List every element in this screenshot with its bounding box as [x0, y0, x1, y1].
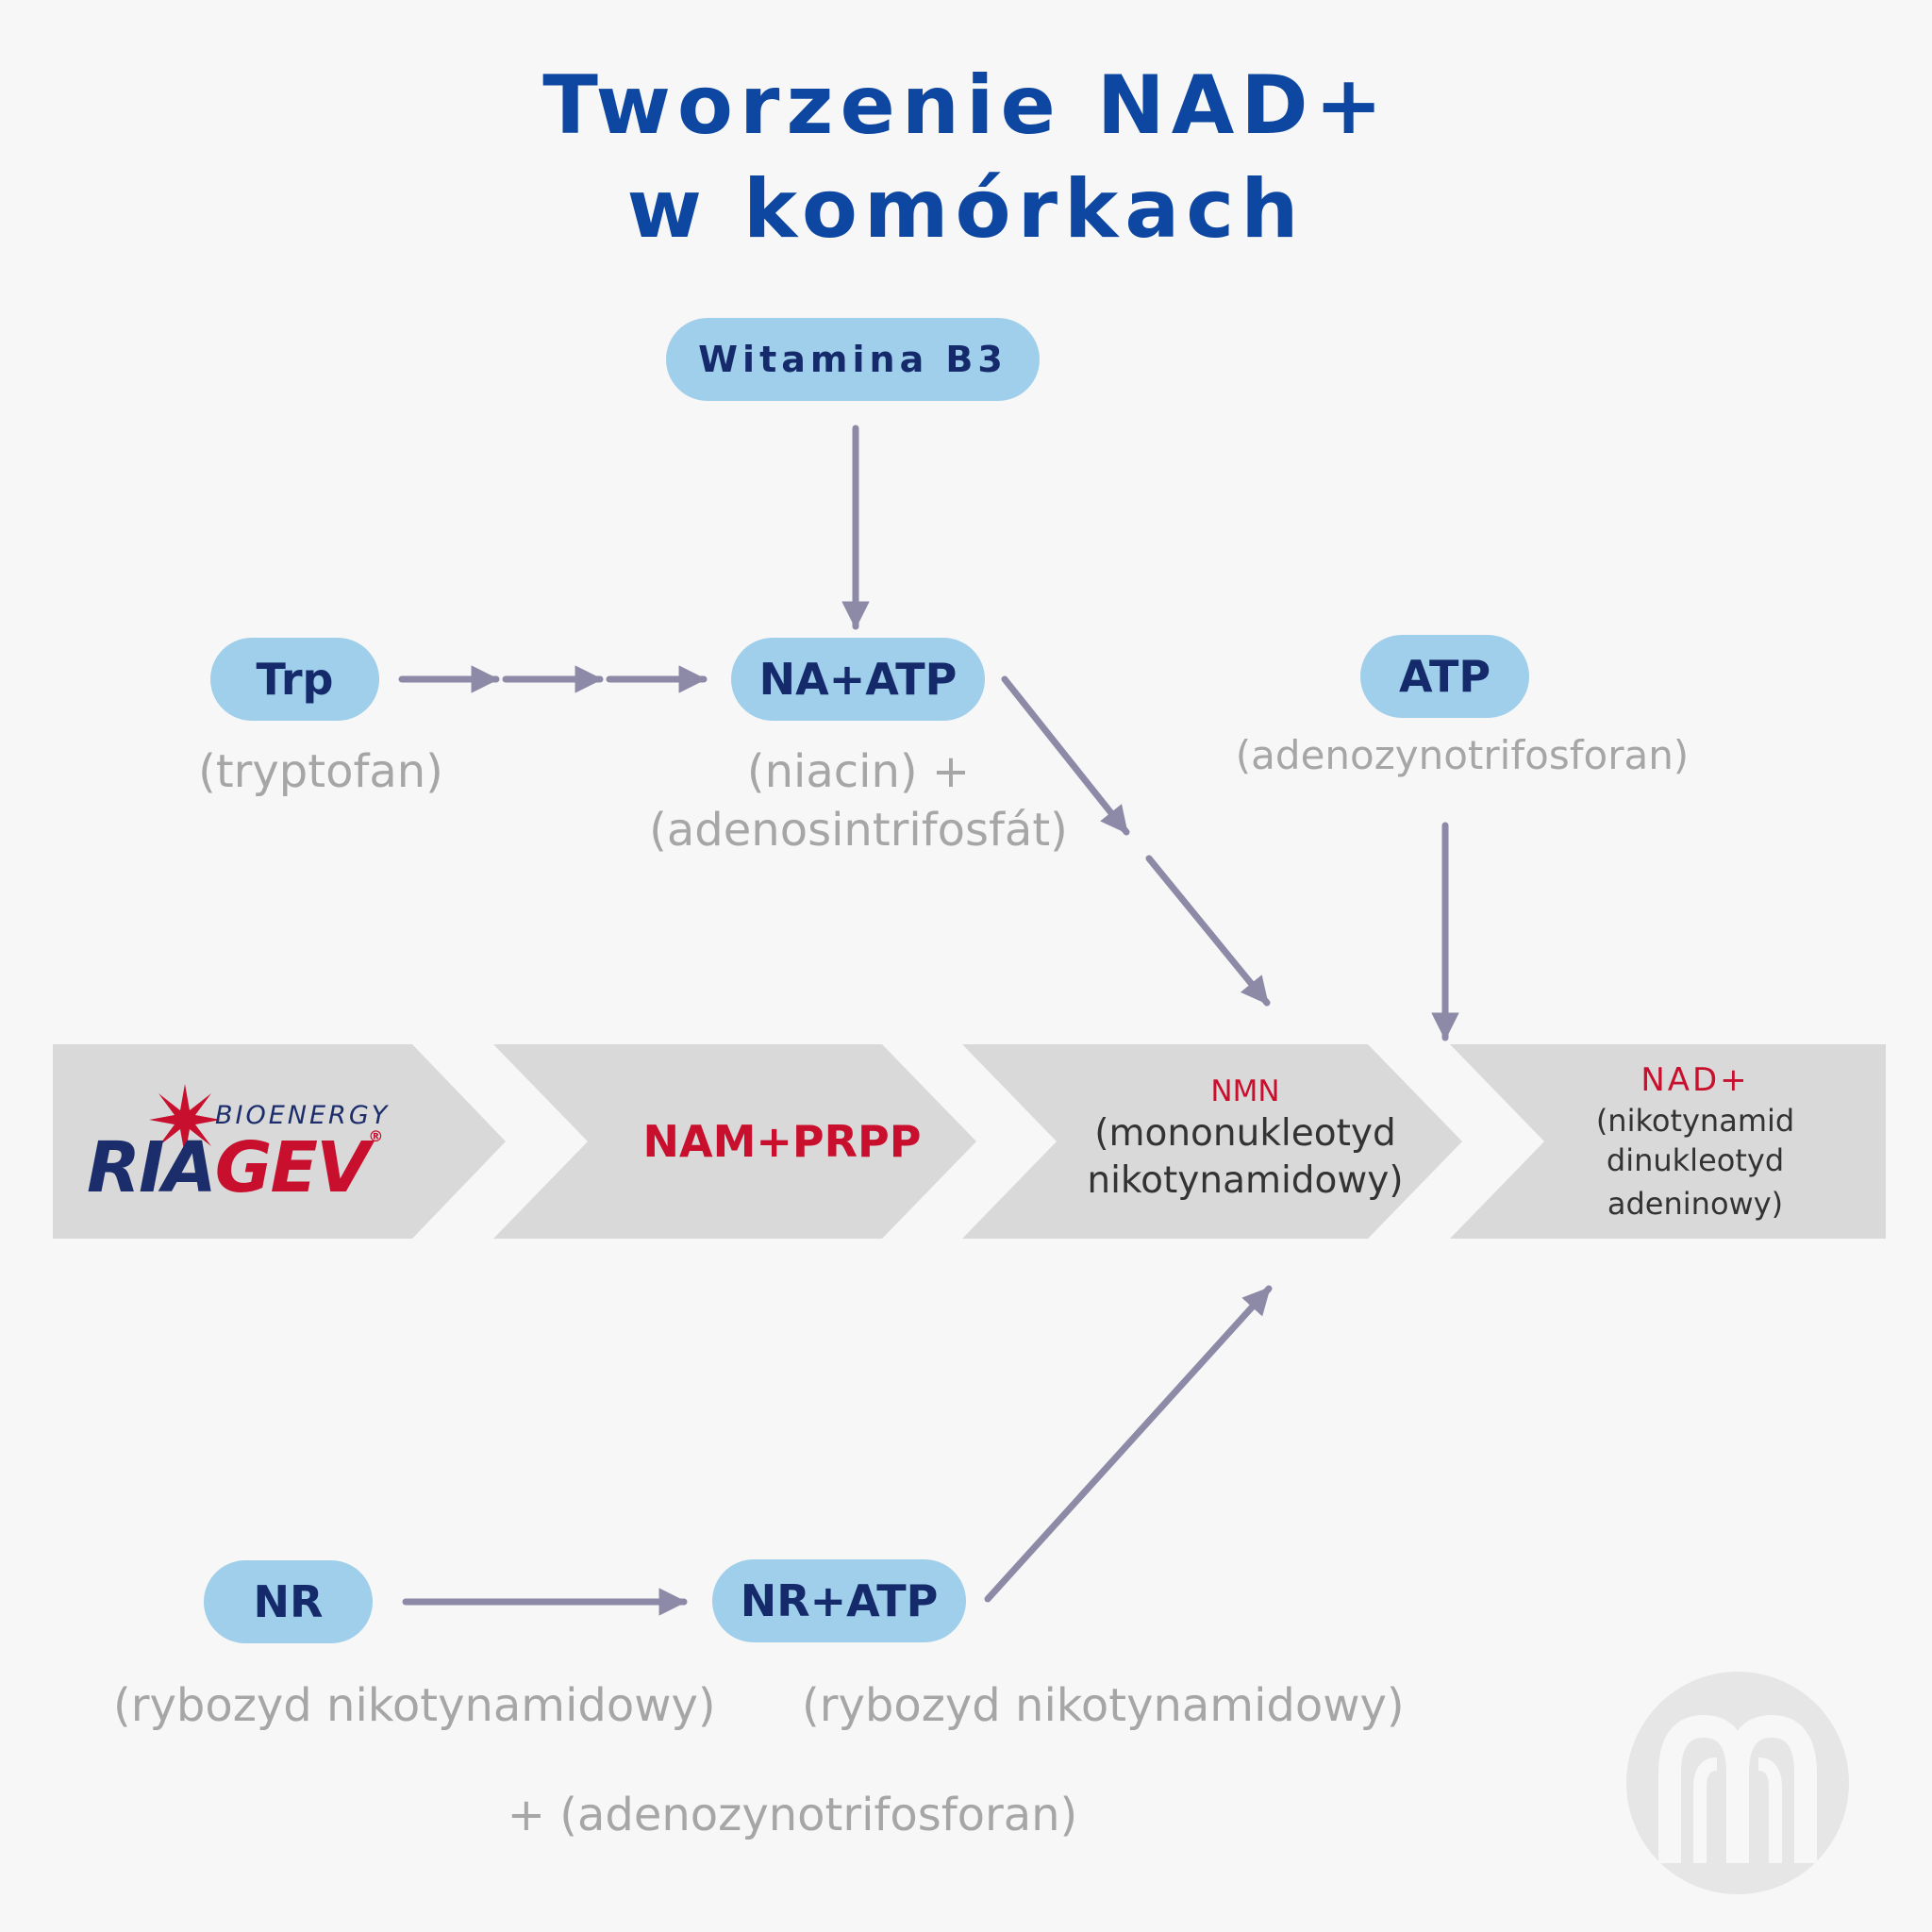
page-title-line2: w komórkach	[626, 162, 1306, 257]
nad-label: NAD+	[1641, 1061, 1750, 1099]
nmn-desc-1: (mononukleotyd	[1094, 1112, 1396, 1155]
logo-ria: RIA	[87, 1127, 217, 1208]
vitamin-b3-label: Witamina B3	[698, 339, 1008, 380]
nr-atp-subtitle-1: (rybozyd nikotynamidowy)	[802, 1679, 1405, 1732]
na-atp-subtitle-1: (niacin) +	[746, 745, 971, 798]
nmn-desc-2: nikotynamidowy)	[1087, 1159, 1404, 1202]
atp-label: ATP	[1398, 651, 1491, 702]
star-burst-icon	[149, 1084, 221, 1156]
trp-subtitle: (tryptofan)	[198, 745, 443, 798]
nad-desc-1: (nikotynamid	[1595, 1103, 1795, 1139]
nmn-label: NMN	[1210, 1074, 1280, 1108]
nr-subtitle: (rybozyd nikotynamidowy)	[113, 1679, 716, 1732]
logo-riagev: RIAGEV®	[87, 1127, 383, 1208]
pipeline-step-nam-prpp: NAM+PRPP	[493, 1044, 976, 1239]
nad-desc-3: adeninowy)	[1607, 1186, 1784, 1222]
nr-atp-pill: NR+ATP	[712, 1559, 966, 1642]
arrow-icon	[1145, 855, 1271, 1007]
pipeline-step-nad: NAD+ (nikotynamid dinukleotyd adeninowy)	[1450, 1044, 1886, 1239]
nr-label: NR	[253, 1576, 324, 1627]
logo-registered: ®	[368, 1127, 383, 1145]
page-title-line1: Tworzenie NAD+	[542, 58, 1390, 153]
vitamin-b3-pill: Witamina B3	[666, 318, 1040, 401]
trp-pill: Trp	[210, 638, 379, 721]
arrow-icon	[1001, 675, 1130, 836]
pipeline-step-logo: BIOENERGY RIAGEV®	[53, 1044, 506, 1239]
na-atp-subtitle-2: (adenosintrifosfát)	[649, 804, 1068, 857]
nr-atp-label: NR+ATP	[740, 1575, 939, 1626]
trp-label: Trp	[256, 654, 334, 705]
na-atp-label: NA+ATP	[758, 654, 958, 705]
atp-subtitle: (adenozynotrifosforan)	[1235, 732, 1690, 778]
na-atp-pill: NA+ATP	[731, 638, 985, 721]
nad-desc-2: dinukleotyd	[1606, 1142, 1785, 1178]
logo-gev: GEV	[214, 1127, 371, 1208]
nr-pill: NR	[204, 1560, 373, 1643]
logo-bioenergy-text: BIOENERGY	[215, 1101, 391, 1130]
nam-prpp-label: NAM+PRPP	[642, 1116, 922, 1167]
nr-atp-subtitle-2: + (adenozynotrifosforan)	[507, 1789, 1078, 1841]
watermark-logo-icon	[1626, 1672, 1849, 1894]
atp-pill: ATP	[1360, 635, 1529, 718]
arrow-icon	[984, 1285, 1273, 1603]
